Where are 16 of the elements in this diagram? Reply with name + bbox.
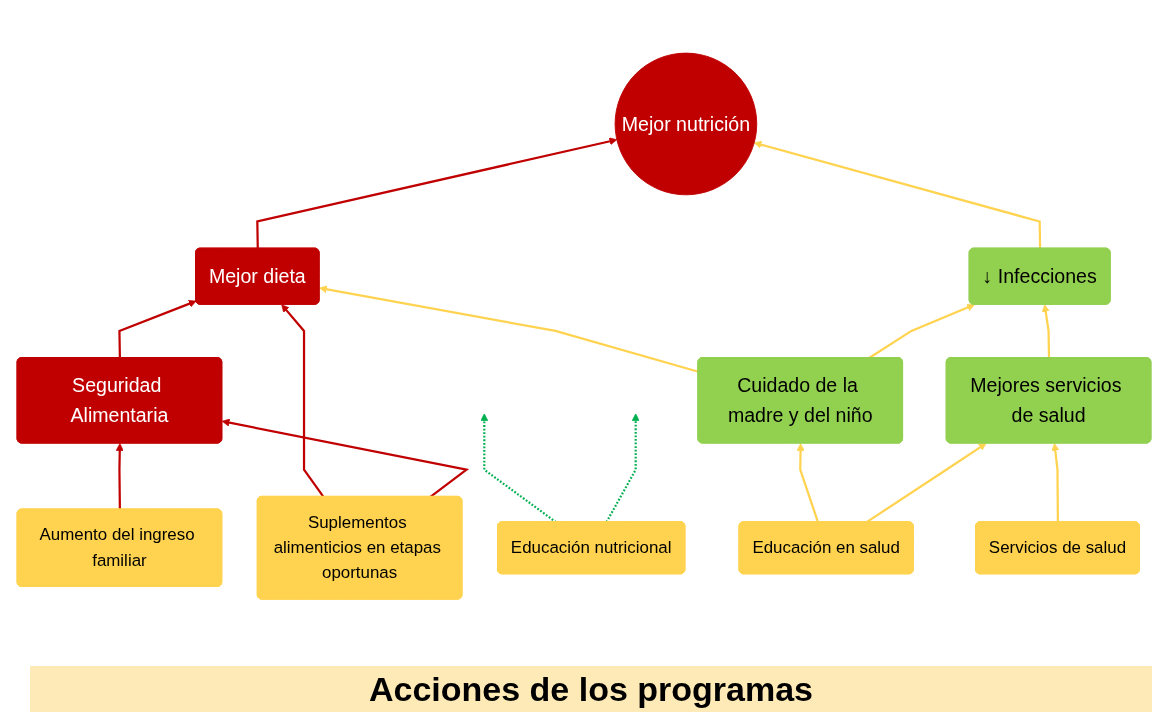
arrow <box>115 442 124 510</box>
arrow <box>118 299 197 358</box>
arrow <box>868 303 975 359</box>
arrow <box>221 418 470 498</box>
caption-band: Acciones de los programas <box>30 666 1152 712</box>
arrow <box>866 442 987 523</box>
arrow <box>281 304 325 498</box>
arrow <box>605 413 640 523</box>
node-circle: Mejor nutrición <box>614 52 758 196</box>
arrow <box>480 413 557 523</box>
arrow <box>1041 304 1051 358</box>
arrow <box>753 140 1042 249</box>
arrow <box>319 285 699 373</box>
arrow <box>256 137 618 249</box>
arrow <box>1051 442 1060 523</box>
arrow <box>796 442 820 523</box>
